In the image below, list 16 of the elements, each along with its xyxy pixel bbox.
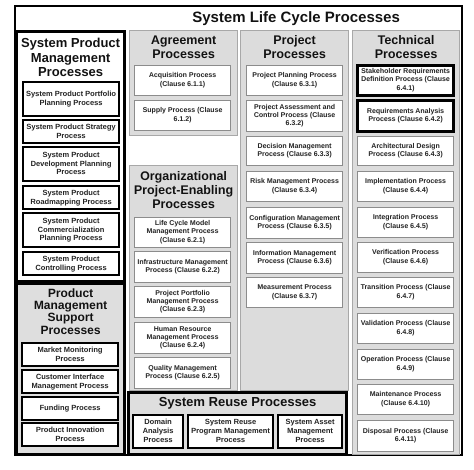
outer-frame: [14, 5, 463, 456]
group-heading: Technical Processes: [374, 33, 438, 61]
group-heading: Project Processes: [262, 33, 327, 61]
process-group-panel: [352, 30, 460, 455]
process-group-panel: [240, 30, 349, 391]
group-heading: System Reuse Processes: [158, 395, 318, 410]
process-group-panel: [127, 391, 348, 456]
group-heading: Product Management Support Processes: [32, 287, 108, 336]
frame-heading: System Life Cycle Processes: [191, 10, 401, 27]
group-heading: Agreement Processes: [150, 33, 218, 61]
group-heading: Organizational Project-Enabling Processes: [132, 169, 234, 211]
process-group-panel: [129, 30, 238, 136]
process-group-panel: [15, 282, 126, 456]
process-group-panel: [15, 30, 126, 283]
group-heading: System Product Management Processes: [20, 36, 121, 80]
process-group-panel: [129, 165, 238, 391]
